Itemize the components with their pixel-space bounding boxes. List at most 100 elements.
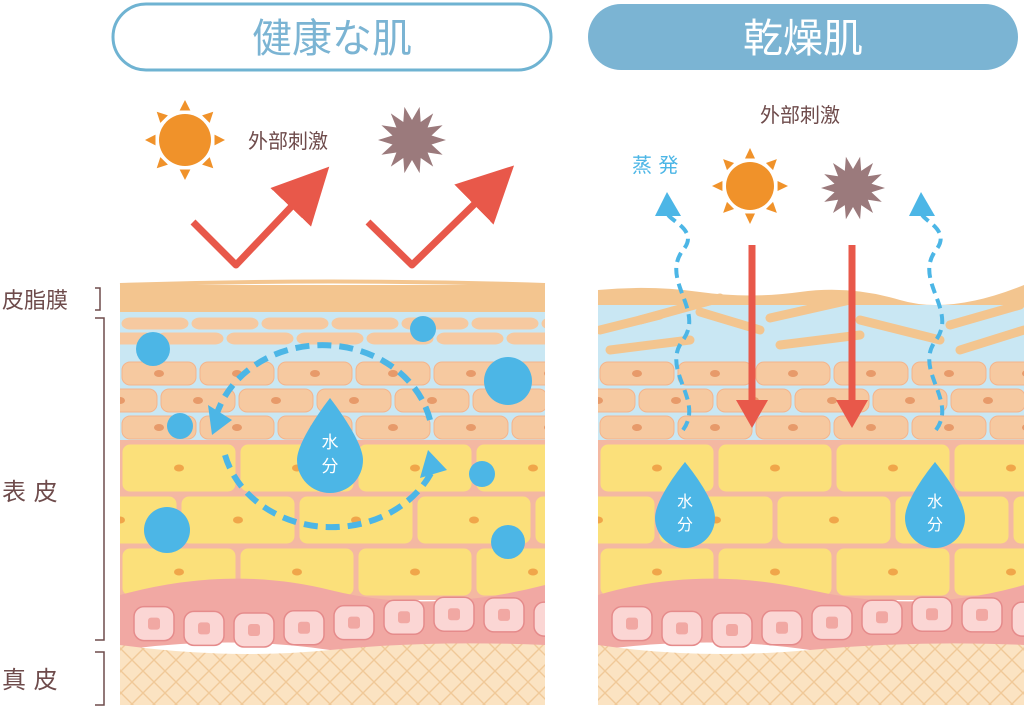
skin-cell [953,443,1024,493]
healthy-skin-title: 健康な肌 [252,16,412,62]
cell-nucleus [976,608,988,621]
flake [765,295,855,323]
skin-cell [598,495,656,545]
healthy-skin-title-badge: 健康な肌 [111,2,553,72]
sebum-bracket [95,287,101,311]
cell-nucleus [548,613,560,625]
cell-nucleus [448,608,460,621]
stimulus-label-left: 外部刺激 [248,129,328,153]
skin-cell [471,317,539,330]
water-label-r2a: 水 [927,492,943,511]
sun-ray [156,157,168,169]
skin-cell [331,317,399,330]
cycle-arrowhead-left [208,405,232,435]
dermis-layer [120,643,545,705]
label-sebum-film: 皮脂膜 [2,289,68,314]
evaporation-label: 蒸 発 [632,153,678,177]
cell-nucleus [788,424,798,431]
dermis-bracket [95,651,105,706]
cell-nucleus [770,464,780,472]
skin-cell [261,317,329,330]
cell-nucleus [905,397,915,404]
skin-cell [989,361,1024,386]
cell-nucleus [466,370,476,377]
cell-nucleus [888,568,898,576]
sun-ray [202,111,214,123]
penetrating-stimulus-arrows [736,245,868,428]
cell-nucleus [632,370,642,377]
label-epidermis: 表 皮 [2,478,58,506]
skin-cell [226,332,294,345]
cell-nucleus [829,516,839,524]
basal-cell [1011,601,1024,637]
cell-nucleus [469,516,479,524]
sun-ray [179,169,191,180]
cell-nucleus [1006,464,1016,472]
cell-nucleus [770,568,780,576]
sun-ray [145,134,156,146]
cell-nucleus [866,370,876,377]
dry-skin-title-badge: 乾燥肌 [588,4,1018,70]
healthy-skin-cross-section [120,285,597,705]
cell-nucleus [248,623,260,636]
basal-layer-dry [598,578,1024,658]
sun-ray [744,148,756,159]
cell-nucleus [626,617,638,630]
cycle-arrowhead-right [420,450,447,478]
cell-nucleus [198,622,210,635]
cell-nucleus [671,397,681,404]
sun-ray [202,157,214,169]
cell-nucleus [410,464,420,472]
cell-nucleus [427,397,437,404]
corneum-cells-dry [598,361,1024,440]
cell-nucleus [292,568,302,576]
flake [955,325,1024,355]
basal-cells-dry [611,596,1024,648]
cell-nucleus [826,616,838,629]
sun-ray [214,134,225,146]
skin-cell [191,317,259,330]
flake [945,300,1024,330]
cell-nucleus [298,621,310,634]
reflected-stimulus-arrows [190,165,515,269]
cell-nucleus [348,616,360,629]
sun-ray [712,180,723,192]
cell-nucleus [652,464,662,472]
epidermis-bracket [95,317,105,641]
cell-nucleus [388,424,398,431]
cell-nucleus [710,370,720,377]
water-drop-icon: 水 分 [297,398,363,493]
cell-nucleus [944,424,954,431]
sun-ray [744,213,756,224]
cell-nucleus [349,397,359,404]
skin-cell [296,332,364,345]
cell-nucleus [232,424,242,431]
irritant-icon-right [821,156,885,220]
cell-nucleus [193,397,203,404]
sun-ray [156,111,168,123]
cell-nucleus [528,464,538,472]
cell-nucleus [944,370,954,377]
sun-ray [765,201,777,213]
water-label-1: 水 [322,433,339,453]
sun-icon [145,100,225,180]
irritant-icon [378,106,446,174]
cell-nucleus [983,397,993,404]
basal-cells [133,596,560,648]
sun-ray [179,100,191,111]
cell-nucleus [888,464,898,472]
cell-nucleus [154,370,164,377]
cell-nucleus [148,617,160,630]
corneum-cells [120,317,545,440]
cell-nucleus [154,424,164,431]
cell-nucleus [710,424,720,431]
moisture-particles [136,316,532,559]
cell-nucleus [587,517,597,524]
cell-nucleus [544,371,545,376]
dry-skin-cross-section [598,285,1024,705]
moisture-retention-cycle [212,342,438,531]
skin-cell [1012,495,1024,545]
cell-nucleus [726,623,738,636]
skin-cell [506,332,545,345]
